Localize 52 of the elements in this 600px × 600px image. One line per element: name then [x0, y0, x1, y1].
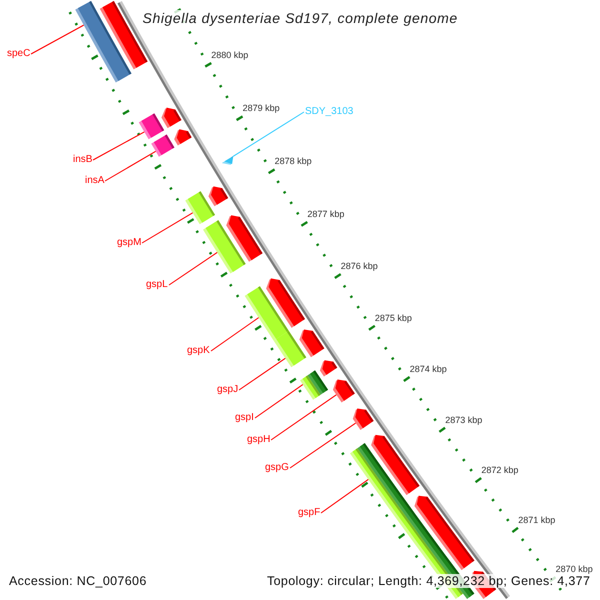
gene-label: gspL [146, 279, 168, 290]
gene-block [208, 186, 228, 206]
gene-label: gspH [247, 434, 270, 446]
tick-label: 2873 kbp [445, 414, 482, 426]
gene-block [414, 496, 474, 570]
gene-block [371, 434, 420, 496]
leader-line [232, 112, 304, 157]
leader-line [30, 24, 84, 54]
tick-label: 2875 kbp [374, 312, 412, 324]
gene-label: gspM [117, 237, 142, 248]
leader-line [92, 131, 145, 160]
gene-label: insB [73, 154, 92, 166]
leader-line [254, 384, 304, 418]
gene-label: gspI [235, 412, 254, 424]
gene-label: gspJ [217, 384, 238, 396]
gene-block [174, 129, 192, 146]
tick-label: 2879 kbp [242, 103, 280, 114]
gene-bar [138, 113, 164, 140]
gene-label: gspG [265, 462, 289, 474]
tick-label: 2874 kbp [410, 364, 447, 374]
leader-line [168, 252, 218, 286]
gene-label: speC [7, 48, 30, 60]
leader-line [210, 317, 260, 352]
leader-line [290, 422, 356, 468]
gene-label: insA [85, 175, 104, 186]
leader-line [238, 358, 286, 390]
tick-label: 2870 kbp [556, 564, 593, 575]
tick-label: 2880 kbp [211, 50, 248, 60]
tick-label: 2877 kbp [307, 208, 344, 220]
leader-line [270, 394, 337, 440]
tick-label: 2872 kbp [481, 465, 518, 476]
tick-label: 2871 kbp [518, 514, 556, 526]
accession-text: Accession: NC_007606 [9, 574, 147, 588]
gene-label: gspK [187, 345, 210, 356]
gene-bar [151, 134, 174, 157]
tick-label: 2876 kbp [340, 261, 378, 272]
gene-block [299, 329, 324, 358]
gene-block [320, 360, 338, 376]
gene-block [352, 408, 374, 430]
tick-label: 2878 kbp [274, 156, 312, 167]
gene-block [161, 108, 182, 128]
gene-label: gspF [298, 507, 320, 518]
gene-label: SDY_3103 [305, 106, 354, 118]
gene-block [226, 215, 263, 262]
gene-block [332, 380, 355, 402]
leader-line [320, 478, 369, 514]
map-title: Shigella dysenteriae Sd197, complete genome [142, 10, 458, 26]
gene-block [222, 156, 234, 165]
leader-line [104, 150, 156, 182]
leader-line [142, 212, 194, 244]
gene-block [266, 278, 305, 328]
gene-bar [300, 370, 328, 400]
